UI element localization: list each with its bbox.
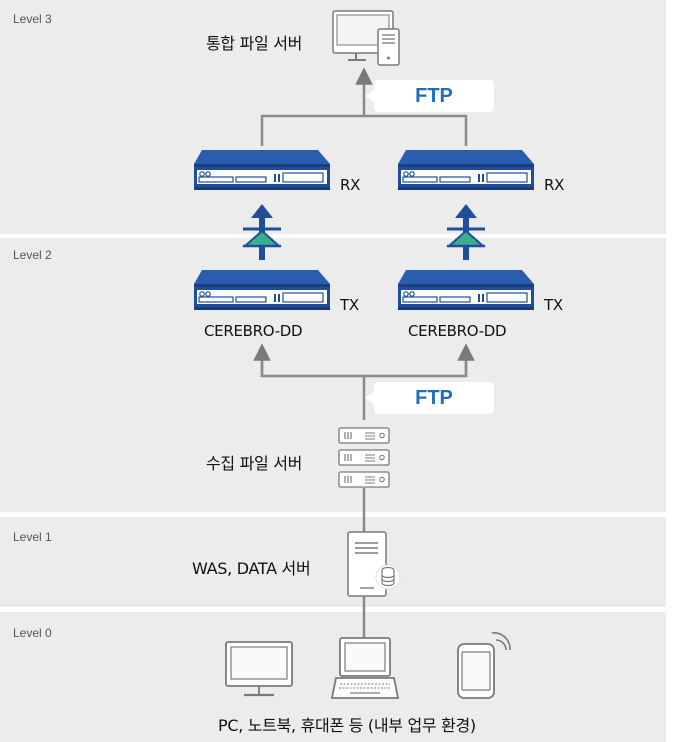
rx-right-label: RX bbox=[544, 176, 565, 194]
tx-right-label: TX bbox=[544, 296, 563, 314]
level-2-label: Level 2 bbox=[13, 248, 52, 262]
clients-label: PC, 노트북, 휴대폰 등 (내부 업무 환경) bbox=[218, 716, 476, 735]
device-right-label: CEREBRO-DD bbox=[408, 322, 507, 340]
level-0-label: Level 0 bbox=[13, 626, 52, 640]
tower-server-icon bbox=[347, 531, 401, 597]
device-left-label: CEREBRO-DD bbox=[204, 322, 303, 340]
level-3-label: Level 3 bbox=[13, 12, 52, 26]
level-0-band bbox=[0, 612, 666, 742]
tx-device-right bbox=[397, 269, 535, 311]
top-connector bbox=[260, 67, 468, 146]
monitor-icon bbox=[225, 641, 293, 697]
tx-device-left bbox=[193, 269, 331, 311]
tx-left-label: TX bbox=[340, 296, 359, 314]
database-icon bbox=[381, 566, 395, 587]
integrated-server-label: 통합 파일 서버 bbox=[206, 34, 303, 53]
rx-device-right bbox=[397, 149, 535, 191]
was-server-label: WAS, DATA 서버 bbox=[192, 559, 311, 578]
level-1-band bbox=[0, 517, 666, 607]
rack-server-icon bbox=[338, 427, 390, 488]
collection-server-label: 수집 파일 서버 bbox=[206, 454, 303, 473]
laptop-icon bbox=[330, 637, 400, 699]
ftp-label-middle: FTP bbox=[365, 382, 494, 414]
level-1-label: Level 1 bbox=[13, 530, 52, 544]
middle-connector bbox=[253, 343, 475, 420]
data-diode-left-icon bbox=[241, 202, 283, 262]
mobile-phone-icon bbox=[457, 632, 511, 699]
data-diode-right-icon bbox=[445, 202, 487, 262]
rx-device-left bbox=[193, 149, 331, 191]
ftp-label-top: FTP bbox=[365, 80, 494, 112]
rx-left-label: RX bbox=[340, 176, 361, 194]
desktop-computer-icon bbox=[332, 10, 400, 66]
